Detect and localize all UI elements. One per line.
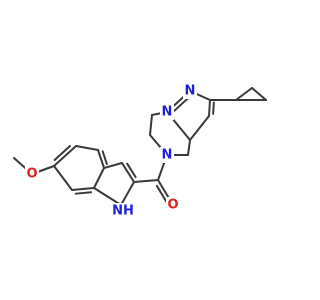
pyrazole-bond (208, 99, 211, 117)
label-bg (166, 197, 180, 213)
benzene-bond (75, 145, 99, 151)
methoxy-oxygen-label: O (26, 167, 37, 182)
cyclopropyl-bond (251, 87, 267, 101)
pyrrole-bond-inner (126, 162, 137, 179)
pyrrole-bond (121, 162, 135, 183)
benzene-bond (53, 145, 77, 167)
pyrrole-bond (120, 181, 135, 206)
label-bg (112, 203, 134, 219)
pyrrole-bond (93, 187, 122, 206)
benzene-bond-inner (74, 191, 93, 195)
pyrazole-bond-inner (212, 101, 215, 115)
amide-nitrogen-label: N (162, 148, 173, 163)
label-bg (183, 83, 197, 99)
label-bg (25, 166, 39, 182)
cyclopropyl-bond (235, 87, 253, 101)
pyrazole-nitrogen-label: N (185, 84, 196, 99)
indole-nh-label: NH (112, 204, 134, 219)
carbonyl-bond-inner (155, 184, 169, 205)
pyrazole-bond-inner (172, 96, 191, 113)
benzene-bond-inner (53, 145, 72, 162)
pyrazole-bond (189, 115, 210, 141)
benzene-bond (97, 149, 105, 169)
pyrrole-bond (103, 162, 123, 169)
label-bg (160, 147, 174, 163)
bond-layer (13, 87, 267, 206)
carbonyl-oxygen-label: O (167, 198, 178, 213)
benzene-bond (53, 165, 73, 191)
bridgehead-nitrogen-label: N (162, 105, 173, 120)
benzene-bond (93, 167, 105, 189)
indole-carbonyl-bond (133, 179, 159, 183)
label-bg (160, 104, 174, 120)
atom-label-layer: N N N O O NH (25, 83, 197, 219)
molecule-structure: N N N O O NH (13, 83, 267, 219)
benzene-bond-inner (101, 150, 108, 166)
benzene-bond (71, 187, 95, 191)
piperazine-bond (149, 114, 153, 136)
piperazine-bond (187, 139, 191, 156)
